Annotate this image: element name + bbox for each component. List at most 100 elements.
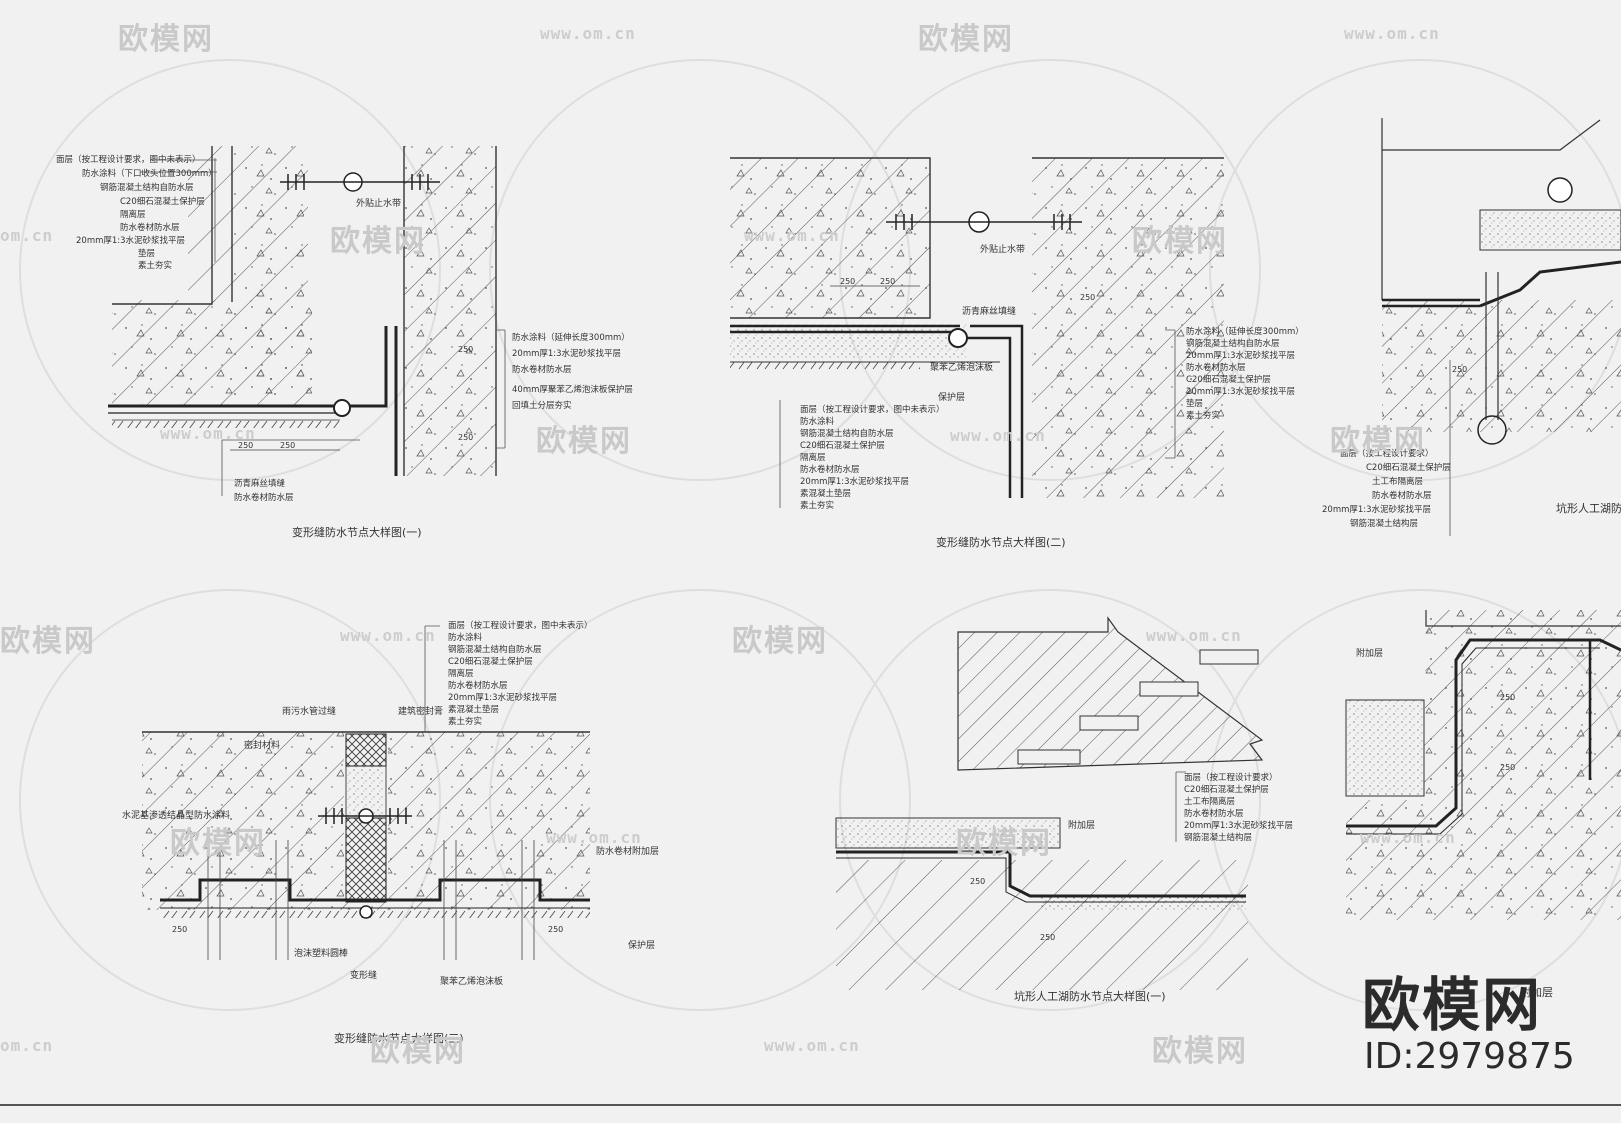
watermark-brand: 欧模网	[1330, 424, 1426, 459]
callout-line: 防水卷材防水层	[512, 364, 572, 375]
watermark-brand: 欧模网	[0, 624, 96, 659]
detail-drawing-5: 面层（按工程设计要求） C20细石混凝土保护层 土工布隔离层 防水卷材防水层 2…	[835, 616, 1293, 1003]
drawing3-callouts: 面层（按工程设计要求） C20细石混凝土保护层 土工布隔离层 防水卷材防水层 2…	[1322, 448, 1451, 529]
callout-line: C20细石混凝土保护层	[1186, 374, 1271, 385]
dimension: 250	[172, 925, 187, 934]
watermark-url: www.om.cn	[1146, 626, 1242, 645]
gap-label: 变形缝	[350, 969, 377, 981]
callout-line: 面层（按工程设计要求）	[1184, 772, 1278, 783]
watermark-brand: 欧模网	[1152, 1034, 1248, 1069]
watermark-brand: 欧模网	[118, 22, 214, 57]
protection-label: 保护层	[938, 391, 965, 403]
callout-line: 面层（按工程设计要求）	[1340, 448, 1434, 459]
drawing-caption: 变形缝防水节点大样图(二)	[936, 535, 1066, 549]
bottom-border-line	[0, 1104, 1621, 1106]
callout-line: 素土夯实	[800, 500, 834, 511]
extra-layer-label: 附加层	[1356, 647, 1383, 659]
grout-label: 密封材料	[244, 739, 280, 751]
watermark-url: om.cn	[0, 226, 54, 245]
callout-line: C20细石混凝土保护层	[1366, 462, 1451, 473]
callout-line: 素混凝土垫层	[800, 488, 851, 499]
callout-line: 沥青麻丝填缝	[234, 478, 286, 489]
callout-line: 钢筋混凝土结构层	[1184, 832, 1252, 843]
detail-drawing-3: 面层（按工程设计要求） C20细石混凝土保护层 土工布隔离层 防水卷材防水层 2…	[1322, 118, 1621, 536]
callout-line: 隔离层	[448, 668, 474, 679]
drawing5-callouts: 面层（按工程设计要求） C20细石混凝土保护层 土工布隔离层 防水卷材防水层 2…	[1184, 772, 1293, 843]
callout-line: 20mm厚1:3水泥砂浆找平层	[1322, 504, 1431, 515]
drawing2-callouts-side: 防水涂料（延伸长度300mm） 钢筋混凝土结构自防水层 20mm厚1:3水泥砂浆…	[1186, 326, 1304, 421]
callout-line: C20细石混凝土保护层	[120, 196, 205, 207]
callout-line: 防水涂料（延伸长度300mm）	[1186, 326, 1304, 337]
watermark-brand: 欧模网	[330, 224, 426, 259]
watermark-url: www.om.cn	[764, 1036, 860, 1055]
callout-line: 素土夯实	[138, 260, 172, 271]
watermark-url: om.cn	[0, 1036, 54, 1055]
callout-line: C20细石混凝土保护层	[1184, 784, 1269, 795]
board-label: 聚苯乙烯泡沫板	[440, 975, 503, 987]
callout-line: 防水涂料	[800, 416, 835, 427]
drawing-caption: 附加层	[1520, 985, 1553, 999]
detail-drawing-4: 面层（按工程设计要求，图中未表示） 防水涂料 钢筋混凝土结构自防水层 C20细石…	[122, 620, 659, 1045]
dimension: 250	[458, 345, 473, 354]
callout-line: 防水涂料	[448, 632, 483, 643]
callout-line: 土工布隔离层	[1372, 476, 1423, 487]
callout-line: C20细石混凝土保护层	[448, 656, 533, 667]
callout-line: 20mm厚1:3水泥砂浆找平层	[1184, 820, 1293, 831]
callout-line: C20细石混凝土保护层	[800, 440, 885, 451]
watermark-url: www.om.cn	[1344, 24, 1440, 43]
dimension: 250	[880, 277, 895, 286]
callout-line: 防水卷材防水层	[234, 492, 294, 503]
foam-board-label: 聚苯乙烯泡沫板	[930, 361, 993, 373]
callout-line: 面层（按工程设计要求，图中未表示）	[800, 404, 945, 415]
detail-drawing-2: 外贴止水带 沥青麻丝填缝 聚苯乙烯泡沫板 保护层 防水涂料（延伸长度300mm）…	[730, 157, 1304, 549]
callout-line: 垫层	[1186, 398, 1203, 409]
drawing-caption: 变形缝防水节点大样图(三)	[334, 1031, 464, 1045]
callout-line: 20mm厚1:3水泥砂浆找平层	[1186, 350, 1295, 361]
callout-line: 面层（按工程设计要求，图中未表示）	[56, 154, 201, 165]
callout-line: 钢筋混凝土结构自防水层	[800, 428, 894, 439]
watermark-url: www.om.cn	[160, 424, 256, 443]
extra-layer-label: 附加层	[1068, 819, 1095, 831]
watermark-url: www.om.cn	[950, 426, 1046, 445]
watermark-brand: 欧模网	[170, 826, 266, 861]
dimension: 250	[1500, 763, 1515, 772]
callout-line: 素土夯实	[448, 716, 482, 727]
callout-line: 土工布隔离层	[1184, 796, 1235, 807]
coating-label: 水泥基渗透结晶型防水涂料	[122, 809, 230, 821]
dimension: 250	[280, 441, 295, 450]
sealant-label: 建筑密封膏	[398, 705, 443, 717]
callout-line: 垫层	[138, 248, 155, 259]
pipe-label: 雨污水管过缝	[282, 705, 336, 717]
drawing1-callouts-side: 防水涂料（延伸长度300mm） 20mm厚1:3水泥砂浆找平层 防水卷材防水层 …	[512, 332, 633, 411]
waterstop-label: 外贴止水带	[356, 197, 401, 209]
drawing-caption: 变形缝防水节点大样图(一)	[292, 525, 422, 539]
model-id-label: ID:2979875	[1364, 1036, 1575, 1077]
callout-line: 钢筋混凝土结构层	[1350, 518, 1418, 529]
drawing1-callouts-top: 面层（按工程设计要求，图中未表示） 防水涂料（下口收头位置300mm） 钢筋混凝…	[56, 154, 217, 271]
watermark-url: www.om.cn	[744, 226, 840, 245]
dimension: 250	[840, 277, 855, 286]
callout-line: 防水卷材防水层	[800, 464, 860, 475]
dimension: 250	[1080, 293, 1095, 302]
callout-line: 隔离层	[120, 209, 146, 220]
drawing1-callouts-bottom: 沥青麻丝填缝 防水卷材防水层	[234, 478, 294, 503]
callout-line: 防水卷材防水层	[1186, 362, 1246, 373]
drawing1-dimensions: 250 250 250 250	[230, 345, 473, 451]
watermark-brand: 欧模网	[918, 22, 1014, 57]
callout-line: 防水卷材防水层	[120, 222, 180, 233]
watermark-logo-text: 欧模网	[1362, 971, 1543, 1039]
dimension: 250	[458, 433, 473, 442]
callout-line: 防水卷材防水层	[1372, 490, 1432, 501]
callout-line: 钢筋混凝土结构自防水层	[1186, 338, 1280, 349]
callout-line: 回填土分层夯实	[512, 400, 572, 411]
watermark-url: www.om.cn	[340, 626, 436, 645]
callout-line: 防水涂料（延伸长度300mm）	[512, 332, 630, 343]
callout-line: 钢筋混凝土结构自防水层	[100, 182, 194, 193]
callout-line: 防水涂料（下口收头位置300mm）	[82, 168, 217, 179]
callout-line: 钢筋混凝土结构自防水层	[448, 644, 542, 655]
dimension: 250	[1500, 693, 1515, 702]
drawing-caption: 坑形人工湖防水节点大样图	[1556, 501, 1621, 515]
dimension: 250	[970, 877, 985, 886]
callout-line: 20mm厚1:3水泥砂浆找平层	[76, 235, 185, 246]
